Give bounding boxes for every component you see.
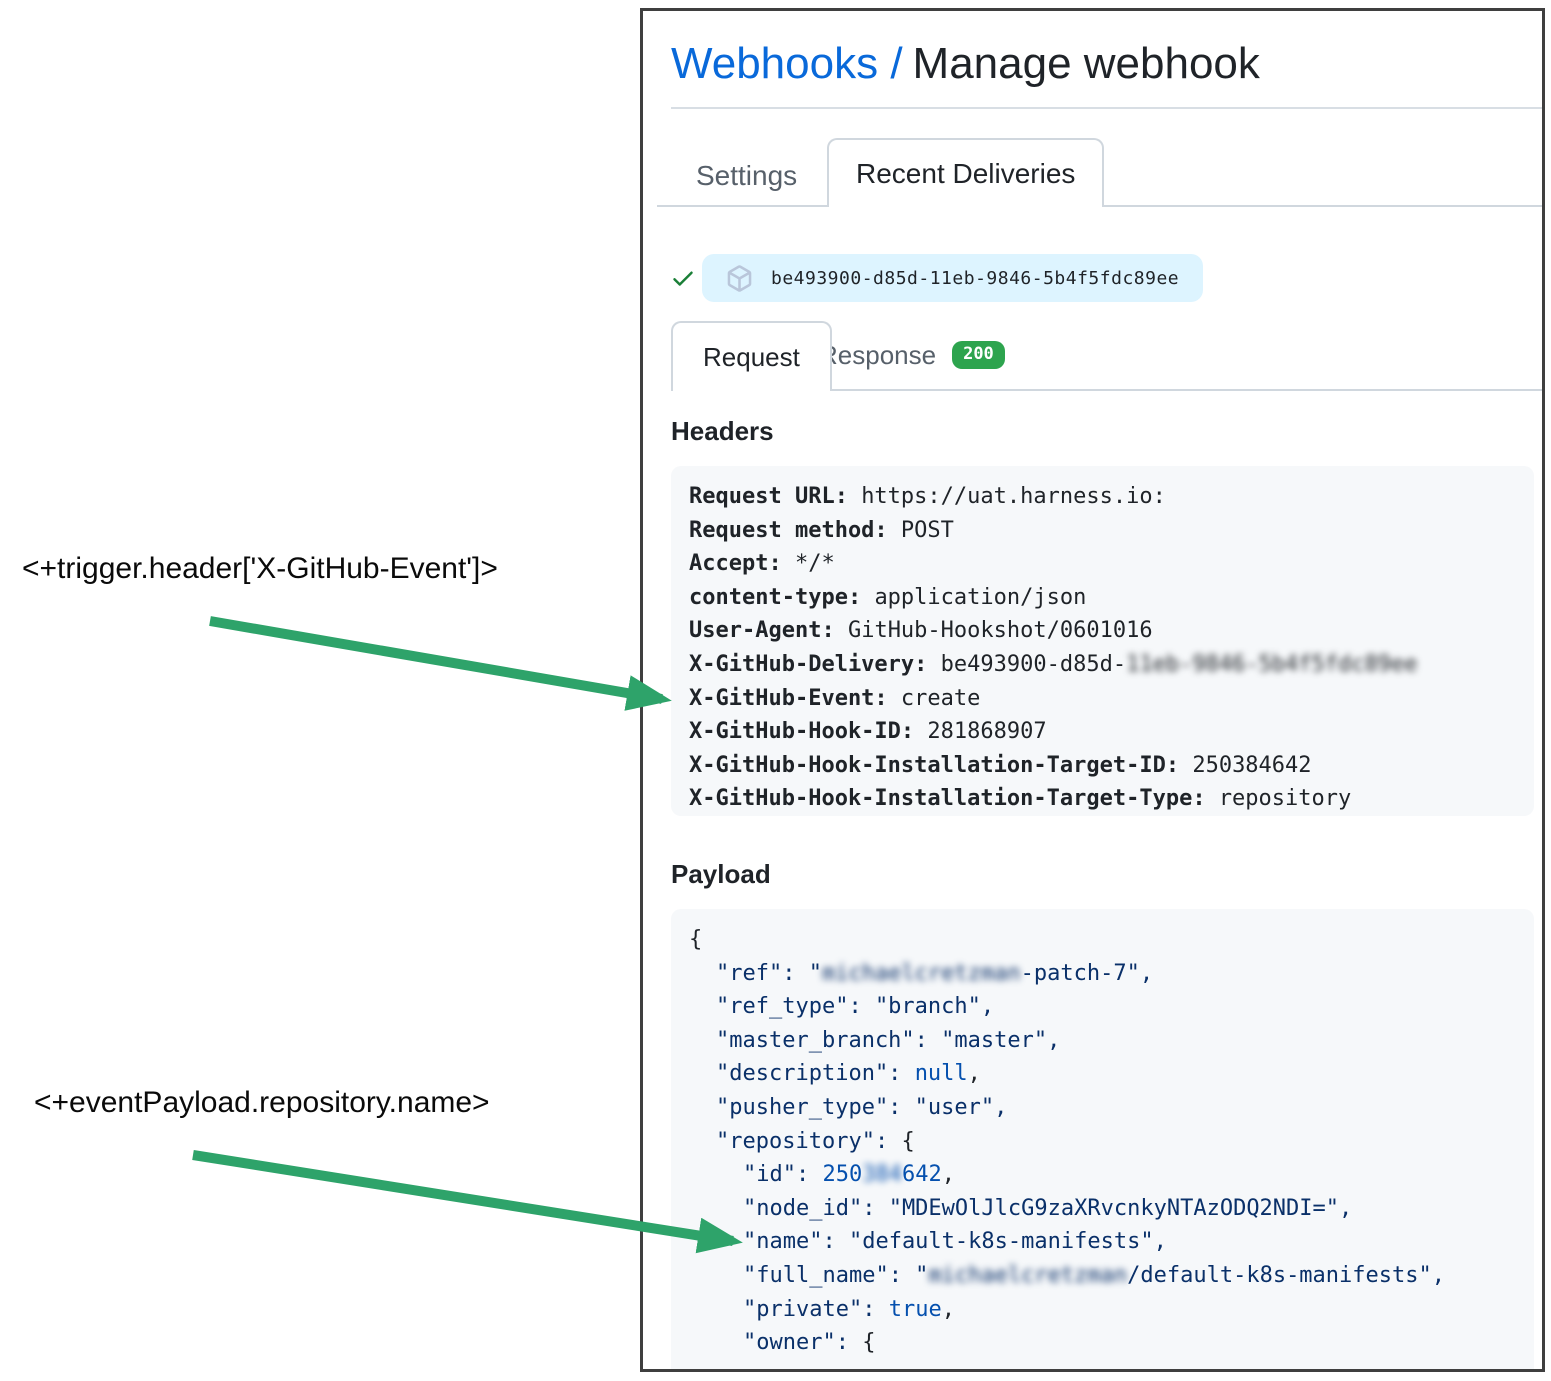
headers-heading: Headers	[671, 416, 774, 446]
header-line: User-Agent: GitHub-Hookshot/0601016	[689, 614, 1524, 648]
header-name: X-GitHub-Event:	[689, 685, 901, 711]
payload-segment: "description":	[716, 1061, 915, 1087]
payload-segment: {	[862, 1330, 876, 1356]
header-value: POST	[900, 517, 954, 543]
header-name: X-GitHub-Hook-ID:	[689, 719, 928, 745]
header-name: Request method:	[689, 517, 901, 543]
header-value: application/json	[874, 584, 1087, 610]
header-line: X-GitHub-Event: create	[689, 682, 1524, 716]
title-divider	[671, 107, 1542, 109]
tab-settings[interactable]: Settings	[696, 160, 798, 191]
header-value: 250384642	[1192, 752, 1312, 778]
tab-request[interactable]: Request	[671, 321, 832, 391]
payload-segment: ,	[941, 1296, 955, 1322]
payload-segment: "full_name": "	[743, 1262, 929, 1288]
payload-segment: 384	[862, 1162, 902, 1188]
payload-segment: 250	[822, 1162, 863, 1188]
header-name: Accept:	[689, 551, 795, 577]
annotation-event-payload: <+eventPayload.repository.name>	[34, 1086, 490, 1119]
delivery-success-icon	[670, 265, 696, 291]
tab-response-label: Response	[819, 339, 937, 370]
payload-segment: michaelcretzman	[928, 1262, 1128, 1288]
header-value: create	[900, 685, 981, 711]
payload-segment: "name": "default-k8s-manifests",	[743, 1229, 1167, 1255]
header-line: X-GitHub-Delivery: be493900-d85d-11eb-98…	[689, 648, 1524, 682]
header-name: content-type:	[689, 584, 875, 610]
payload-heading: Payload	[671, 859, 771, 889]
payload-segment: {	[901, 1128, 915, 1154]
payload-segment: "owner":	[743, 1330, 863, 1356]
payload-line: "owner": {	[689, 1326, 1524, 1360]
header-value: 281868907	[927, 719, 1047, 745]
payload-line: "ref": "michaelcretzman-patch-7",	[689, 957, 1524, 991]
page-title: Webhooks /Manage webhook	[671, 39, 1260, 89]
payload-line: "full_name": "michaelcretzman/default-k8…	[689, 1259, 1524, 1293]
payload-segment: ,	[967, 1061, 981, 1087]
header-name: X-GitHub-Hook-Installation-Target-ID:	[689, 752, 1193, 778]
payload-line: "ref_type": "branch",	[689, 990, 1524, 1024]
payload-line: "master_branch": "master",	[689, 1024, 1524, 1058]
header-line: content-type: application/json	[689, 581, 1524, 615]
delivery-guid-pill[interactable]: be493900-d85d-11eb-9846-5b4f5fdc89ee	[702, 254, 1204, 302]
subtab-divider	[671, 389, 1542, 391]
payload-segment: {	[689, 927, 703, 952]
payload-segment: "master_branch": "master",	[716, 1027, 1061, 1053]
header-line: Request method: POST	[689, 514, 1524, 548]
payload-segment: "id":	[743, 1162, 823, 1188]
payload-segment: 642	[901, 1162, 942, 1188]
package-icon	[727, 264, 752, 292]
payload-segment: "repository":	[716, 1128, 902, 1154]
header-value: https://uat.harness.io:	[861, 484, 1166, 509]
tab-response[interactable]: Response 200	[819, 321, 1005, 389]
headers-box: Request URL: https://uat.harness.io:Requ…	[671, 466, 1534, 816]
payload-line: "pusher_type": "user",	[689, 1091, 1524, 1125]
payload-segment: "node_id": "MDEwOlJlcG9zaXRvcnkyNTAzODQ2…	[743, 1195, 1353, 1221]
header-line: Request URL: https://uat.harness.io:	[689, 480, 1524, 514]
payload-segment: "pusher_type": "user",	[716, 1094, 1008, 1120]
payload-line: "id": 250384642,	[689, 1158, 1524, 1192]
header-line: Accept: */*	[689, 547, 1524, 581]
trigger-arrow	[209, 616, 672, 711]
header-value: be493900-d85d-	[940, 651, 1127, 677]
header-name: X-GitHub-Hook-Installation-Target-Type:	[689, 786, 1219, 812]
response-status-badge: 200	[952, 341, 1005, 369]
header-line: X-GitHub-Hook-Installation-Target-Type: …	[689, 782, 1524, 816]
payload-segment: "ref": "	[716, 960, 822, 986]
header-value: */*	[794, 551, 835, 577]
header-value-redacted: 11eb-9846-5b4f5fdc89ee	[1126, 651, 1418, 677]
header-value: GitHub-Hookshot/0601016	[847, 618, 1153, 644]
payload-line: "repository": {	[689, 1125, 1524, 1159]
payload-line: "node_id": "MDEwOlJlcG9zaXRvcnkyNTAzODQ2…	[689, 1192, 1524, 1226]
webhooks-breadcrumb-link[interactable]: Webhooks /	[671, 39, 903, 88]
header-name: User-Agent:	[689, 618, 848, 644]
header-line: X-GitHub-Hook-Installation-Target-ID: 25…	[689, 749, 1524, 783]
payload-line: "description": null,	[689, 1057, 1524, 1091]
payload-line: "name": "default-k8s-manifests",	[689, 1225, 1524, 1259]
payload-segment: "private":	[743, 1296, 889, 1322]
page-title-current: Manage webhook	[912, 39, 1260, 88]
header-line: X-GitHub-Hook-ID: 281868907	[689, 715, 1524, 749]
payload-line: {	[689, 923, 1524, 957]
delivery-guid: be493900-d85d-11eb-9846-5b4f5fdc89ee	[771, 267, 1180, 289]
header-value: repository	[1218, 786, 1352, 812]
payload-segment: true	[888, 1296, 942, 1322]
payload-segment: -patch-7",	[1020, 960, 1154, 986]
payload-segment: "ref_type": "branch",	[716, 994, 995, 1020]
payload-segment: ,	[941, 1162, 955, 1188]
header-name: X-GitHub-Delivery:	[689, 651, 941, 677]
payload-box: {"ref": "michaelcretzman-patch-7","ref_t…	[671, 909, 1534, 1369]
tab-recent-deliveries[interactable]: Recent Deliveries	[827, 138, 1105, 207]
payload-segment: michaelcretzman	[821, 960, 1021, 986]
payload-segment: /default-k8s-manifests",	[1127, 1262, 1446, 1288]
annotation-trigger-header: <+trigger.header['X-GitHub-Event']>	[22, 552, 498, 585]
header-name: Request URL:	[689, 484, 862, 509]
payload-segment: null	[914, 1061, 968, 1087]
payload-line: "private": true,	[689, 1293, 1524, 1327]
webhook-panel: Webhooks /Manage webhook Settings Recent…	[640, 8, 1545, 1372]
